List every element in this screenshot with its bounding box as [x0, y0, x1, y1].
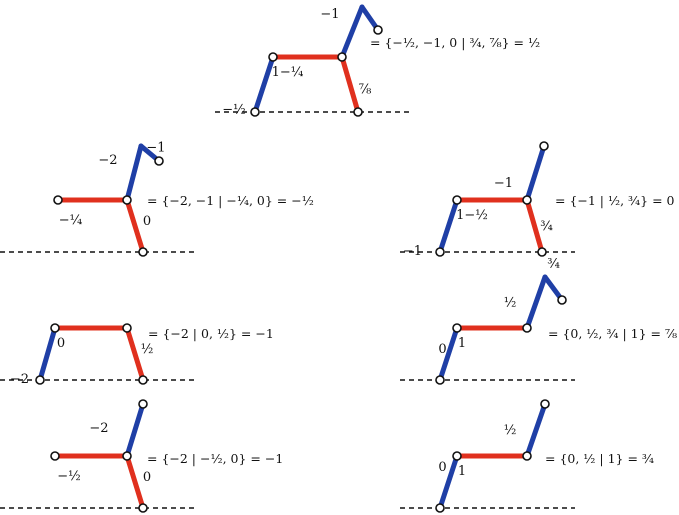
node	[539, 141, 549, 151]
blue-edge	[437, 453, 460, 511]
value-equation: = {−½, −1, 0 | ¾, ⅞} = ½	[370, 35, 540, 50]
edge-label: −1	[494, 176, 513, 191]
blue-edge	[524, 401, 548, 459]
graph-row2-left: −¼ 0 −2 −1 = {−2, −1 | −¼, 0} = −½	[0, 141, 314, 257]
blue-edge	[124, 143, 144, 203]
edge-label: −1	[320, 7, 339, 22]
edge-label: ½	[504, 423, 517, 438]
node	[122, 451, 132, 461]
red-edge	[124, 453, 146, 511]
node	[557, 295, 567, 305]
edge-label: 0	[438, 460, 446, 475]
value-equation: = {−2, −1 | −¼, 0} = −½	[147, 193, 314, 208]
blue-edge	[437, 197, 460, 255]
blue-edge	[252, 54, 276, 115]
graph-row3-left: −2 0 ½= {−2 | 0, ½} = −1	[0, 323, 274, 387]
node	[250, 107, 260, 117]
node	[540, 399, 550, 409]
value-equation: = {−2 | −½, 0} = −1	[147, 451, 283, 466]
node	[122, 195, 132, 205]
node	[452, 323, 462, 333]
graph-row2-right: −1 1−½ ¾ −1 = {−1 | ½, ¾} = 0	[400, 141, 675, 259]
edge-label: 1−¼	[272, 65, 304, 80]
node	[452, 195, 462, 205]
edge-label: −2	[10, 372, 29, 387]
blue-edge	[37, 325, 58, 383]
node	[122, 323, 132, 333]
node	[337, 52, 347, 62]
node	[522, 451, 532, 461]
edge-label: ¾	[540, 219, 553, 234]
node	[138, 399, 148, 409]
value-equation: = {0, ½ | 1} = ¾	[545, 451, 654, 466]
edge-label: 0	[57, 336, 65, 351]
node	[373, 25, 383, 35]
node	[50, 451, 60, 461]
edge-label: −1	[146, 141, 165, 156]
node	[522, 195, 532, 205]
node	[537, 247, 547, 257]
edge-label: ½	[504, 296, 517, 311]
edge-label: 0	[358, 0, 366, 2]
edge-label: 0	[143, 214, 151, 229]
edge-label: 1	[458, 464, 466, 479]
node	[435, 375, 445, 385]
node	[138, 503, 148, 513]
red-edge	[124, 197, 146, 255]
edge-label: −2	[98, 153, 117, 168]
blue-edge	[124, 401, 146, 459]
node	[138, 375, 148, 385]
node	[353, 107, 363, 117]
blue-edge	[437, 325, 460, 383]
edge-label: −1	[403, 244, 422, 259]
node	[268, 52, 278, 62]
edge-label: 1	[458, 336, 466, 351]
node	[53, 195, 63, 205]
red-edge	[339, 54, 361, 115]
blue-edge	[524, 143, 547, 203]
node	[138, 247, 148, 257]
node	[154, 156, 164, 166]
edge-label: ¾	[547, 257, 560, 272]
value-equation: = {−2 | 0, ½} = −1	[148, 326, 274, 341]
red-edge	[524, 197, 545, 255]
red-edge	[124, 325, 146, 383]
node	[522, 323, 532, 333]
edge-label: −¼	[59, 213, 83, 228]
node	[452, 451, 462, 461]
node	[435, 247, 445, 257]
edge-label: ½	[141, 342, 154, 357]
value-equation: = {0, ½, ¾ | 1} = ⅞	[548, 326, 677, 341]
edge-label: ⅞	[359, 83, 372, 98]
edge-label: 0	[143, 470, 151, 485]
blue-edge	[524, 274, 548, 331]
node	[50, 323, 60, 333]
value-equation: = {−1 | ½, ¾} = 0	[555, 193, 675, 208]
edge-label: −½	[57, 469, 81, 484]
edge-label: −½	[222, 103, 246, 118]
edge-label: 1−½	[456, 208, 488, 223]
edge-label: 0	[438, 342, 446, 357]
node	[435, 503, 445, 513]
node	[35, 375, 45, 385]
graph-top: −½ 1−¼ ⅞ −1 0 = {−½, −1, 0 | ¾, ⅞} = ½	[215, 0, 540, 118]
graph-row4-left: −½ 0 −2 = {−2 | −½, 0} = −1	[0, 399, 283, 513]
edge-label: −2	[89, 421, 108, 436]
blue-edge	[339, 4, 365, 60]
